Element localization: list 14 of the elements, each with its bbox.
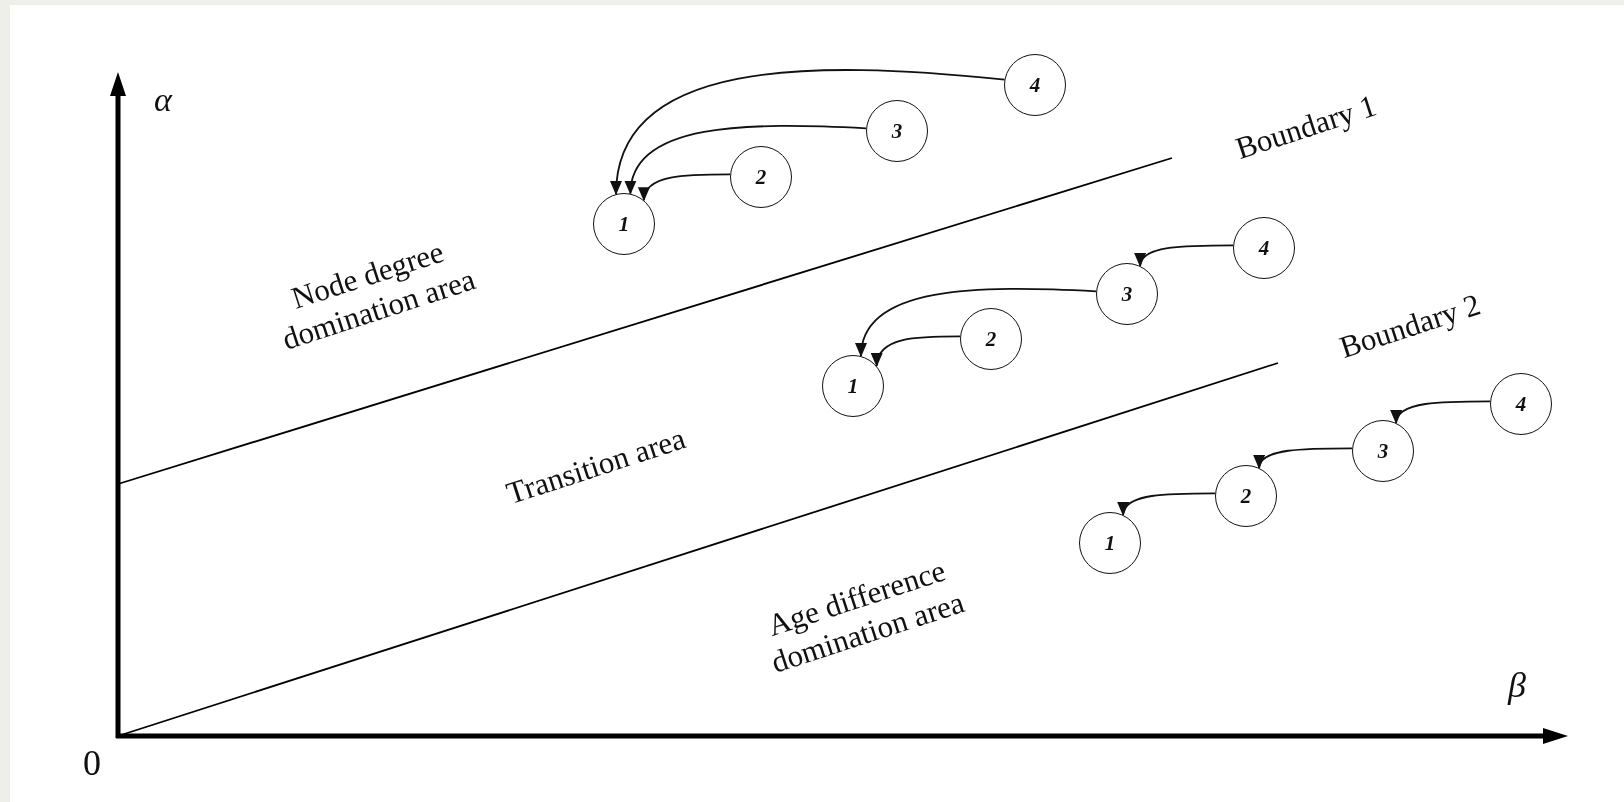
boundary-label: Boundary 1 [1230,86,1382,168]
curved-arrow [1255,447,1353,469]
curved-arrow [639,173,731,202]
region-label: Transition area [501,419,691,514]
curved-arrow [1392,400,1491,424]
origin-label: 0 [82,743,102,785]
curved-arrow [1136,244,1234,267]
axis-label: β [1506,665,1527,707]
curved-arrow [611,69,1006,196]
curved-arrow [1119,492,1216,516]
axis-label: α [153,80,174,120]
curved-arrow [856,288,1097,358]
curved-arrow [626,125,867,195]
boundary-label: Boundary 2 [1334,285,1486,367]
